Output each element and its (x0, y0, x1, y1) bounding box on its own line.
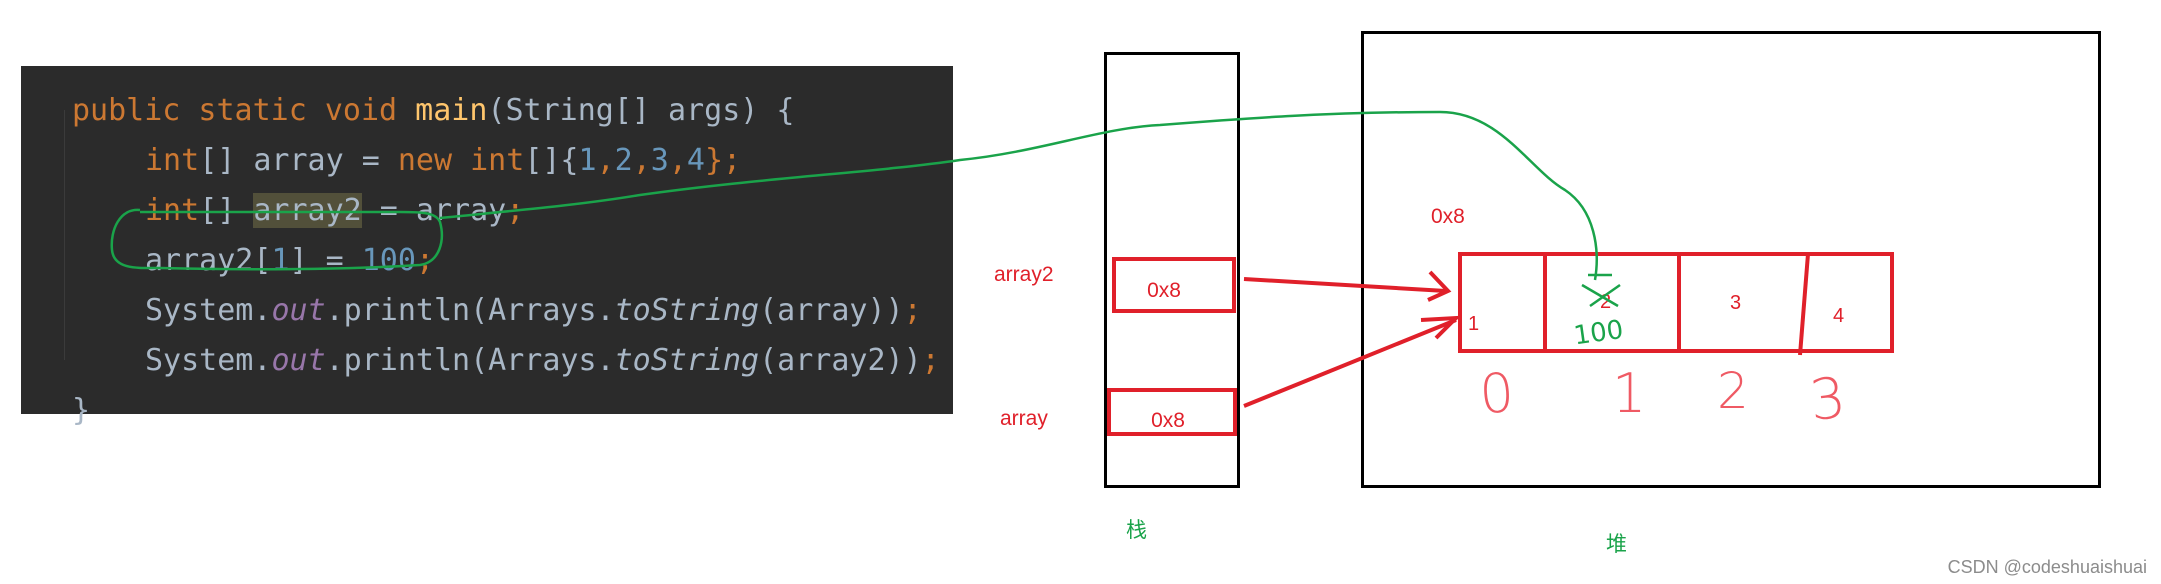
heap-cell-3-value: 4 (1833, 305, 1844, 327)
cross-out-mark (1581, 273, 1621, 308)
reference-connector (439, 110, 1598, 281)
heap-index-0: 0 (1477, 361, 1516, 426)
code-line-1: public static void main(String[] args) { (72, 86, 794, 136)
code-token: (array)) (759, 293, 904, 328)
stack-slot-array2: 0x8 (1112, 257, 1236, 313)
code-token: new (397, 143, 471, 178)
heap-cell-0-value: 1 (1468, 313, 1479, 335)
code-token: main (415, 93, 488, 128)
code-token: 2 (614, 143, 633, 178)
code-token: [] array = (199, 143, 398, 178)
heap-cell-1-value: 2 (1600, 291, 1611, 313)
code-token: int (470, 143, 525, 178)
code-token: public static void (72, 93, 416, 128)
code-token: int (145, 193, 200, 228)
heap-array: 1 2 3 4 (1458, 252, 1894, 356)
code-token: ; (921, 343, 940, 378)
arrow-array-to-heap (1243, 315, 1462, 408)
highlight-circle (110, 208, 444, 271)
heap-cell-1-new-value: 100 (1572, 315, 1625, 352)
code-line-2: int[] array = new int[]{1,2,3,4}; (145, 136, 741, 186)
code-line-6: System.out.println(Arrays.toString(array… (145, 336, 940, 386)
code-token: toString (614, 343, 760, 378)
code-token: , (596, 143, 615, 178)
heap-cell-divider (1798, 253, 1810, 356)
stack-label: 栈 (1126, 518, 1147, 542)
code-token: []{ (524, 143, 579, 178)
code-token: .println(Arrays. (325, 293, 615, 328)
code-token: array2 (253, 193, 362, 228)
code-line-5: System.out.println(Arrays.toString(array… (145, 286, 922, 336)
code-token: 3 (650, 143, 669, 178)
code-token: (array2)) (759, 343, 922, 378)
code-token: (String[] args) { (487, 93, 795, 128)
code-token: 4 (686, 143, 705, 178)
heap-cell-2-value: 3 (1730, 292, 1741, 314)
code-line-7: } (72, 386, 90, 436)
stack-var-array-name: array (1000, 407, 1048, 430)
heap-label: 堆 (1606, 532, 1627, 556)
heap-array-outline (1458, 252, 1894, 353)
code-editor-panel: public static void main(String[] args) {… (21, 66, 953, 428)
code-token: }; (704, 143, 742, 178)
heap-index-1: 1 (1612, 362, 1646, 425)
stack-frame (1104, 52, 1240, 488)
indent-guide (64, 110, 65, 360)
code-token: System. (145, 343, 272, 378)
code-token: toString (614, 293, 760, 328)
code-token: out (271, 293, 326, 328)
stack-slot-array2-value: 0x8 (1147, 279, 1181, 302)
code-line-3: int[] array2 = array; (145, 186, 524, 236)
stack-slot-array: 0x8 (1107, 388, 1237, 436)
code-token: = array (361, 193, 507, 228)
code-token: } (72, 393, 91, 428)
arrow-array2-to-heap (1243, 270, 1452, 302)
heap-address-label: 0x8 (1431, 205, 1465, 228)
heap-index-2: 2 (1717, 362, 1749, 420)
code-token: int (145, 143, 200, 178)
stack-var-array2-name: array2 (994, 263, 1054, 286)
code-token: [] (199, 193, 254, 228)
code-token: 100 (361, 243, 416, 278)
heap-index-3: 3 (1807, 366, 1849, 434)
code-token: , (668, 143, 687, 178)
code-token: , (632, 143, 651, 178)
stack-slot-array-value: 0x8 (1151, 409, 1185, 432)
code-token: 1 (578, 143, 597, 178)
heap-frame (1361, 31, 2101, 488)
code-token: ; (415, 243, 434, 278)
code-token: System. (145, 293, 272, 328)
code-token: array2[ (145, 243, 272, 278)
code-token: out (271, 343, 326, 378)
watermark: CSDN @codeshuaishuai (1947, 557, 2147, 577)
code-token: .println(Arrays. (325, 343, 615, 378)
code-token: ; (903, 293, 922, 328)
